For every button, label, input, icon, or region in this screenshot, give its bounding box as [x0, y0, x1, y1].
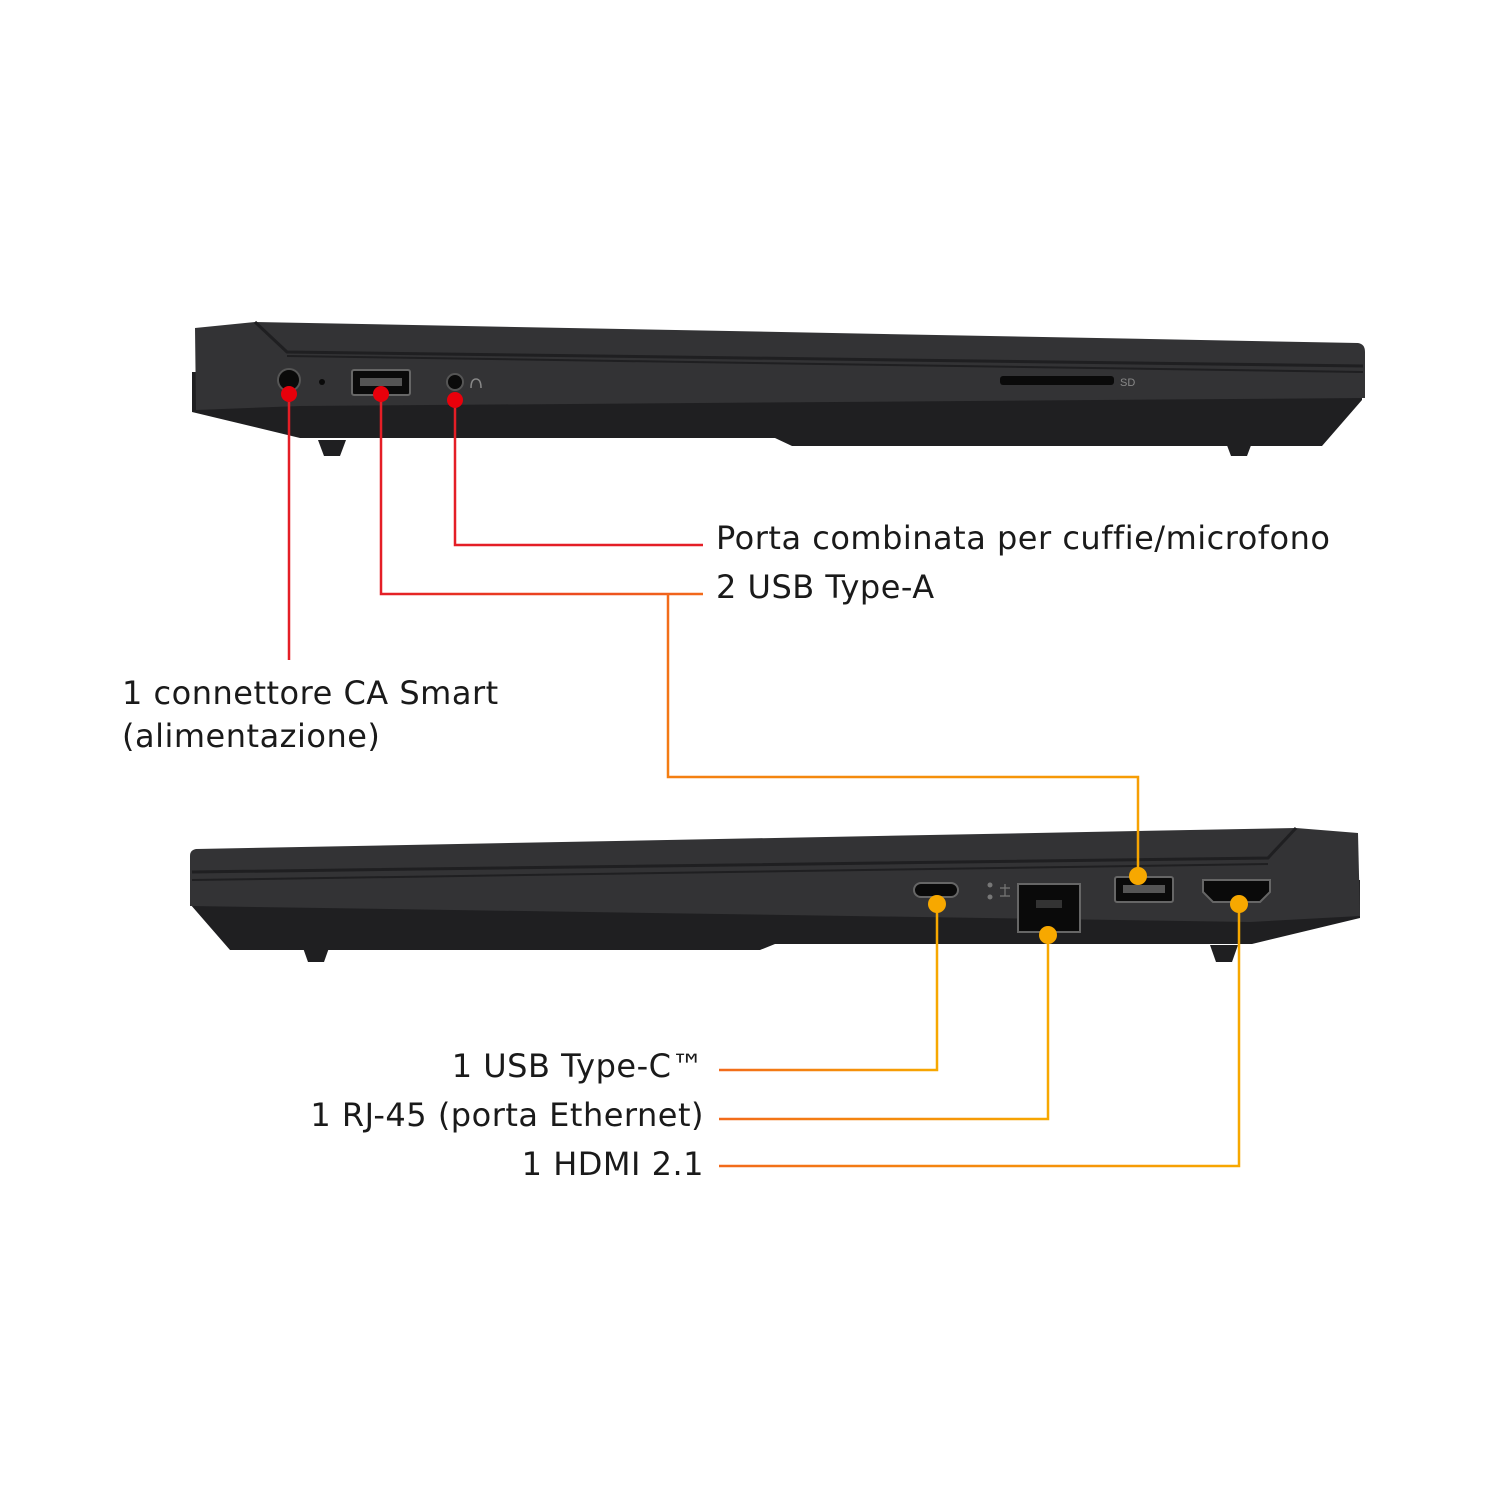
- callout-dot-rj45: [1039, 926, 1057, 944]
- leader-line-audio: [453, 400, 703, 547]
- laptop-right-side-view: [190, 826, 1360, 962]
- headset-icon: [470, 378, 482, 389]
- bottom-callout-lines: [719, 867, 1248, 1168]
- label-audio-jack: Porta combinata per cuffie/microfono: [716, 519, 1331, 557]
- leader-line-usb-a-top: [379, 396, 703, 596]
- label-ac-power-line2: (alimentazione): [122, 717, 381, 755]
- label-rj45: 1 RJ-45 (porta Ethernet): [310, 1096, 704, 1134]
- callout-dot-usb-c: [928, 895, 946, 913]
- callout-dot-hdmi: [1230, 895, 1248, 913]
- usb-c-port: [913, 882, 959, 898]
- laptop-left-foot-front: [318, 440, 346, 456]
- hdmi-port: [1202, 879, 1271, 903]
- rj45-led-2: [987, 894, 993, 900]
- label-ac-power-line1: 1 connettore CA Smart: [122, 674, 499, 712]
- laptop-left-body: [195, 322, 1365, 410]
- rj45-led-1: [987, 882, 993, 888]
- label-usb-c: 1 USB Type-C™: [451, 1047, 704, 1085]
- label-usb-a: 2 USB Type-A: [716, 568, 935, 606]
- laptop-left-lid-edge: [253, 320, 1364, 368]
- label-hdmi: 1 HDMI 2.1: [521, 1145, 704, 1183]
- callout-dot-usb-a-top: [373, 386, 389, 402]
- usb-a-port-right-tongue: [1123, 885, 1165, 893]
- laptop-left-side-view: SD: [192, 320, 1365, 456]
- power-led: [319, 379, 325, 385]
- leader-line-usb-c: [719, 906, 939, 1072]
- laptop-right-foot-front: [1210, 945, 1238, 962]
- callout-dot-ac-power: [281, 386, 297, 402]
- laptop-right-hinge-line: [191, 863, 1269, 881]
- callout-dot-audio: [447, 392, 463, 408]
- sd-card-slot: [1000, 376, 1114, 385]
- laptop-left-hinge-line: [286, 355, 1364, 373]
- rj45-port-clip: [1036, 900, 1062, 908]
- leader-line-rj45: [719, 936, 1050, 1121]
- laptop-right-lid-edge: [191, 826, 1298, 874]
- usb-a-port-left-tongue: [360, 378, 402, 386]
- ethernet-icon: [1000, 884, 1010, 897]
- leader-line-hdmi: [719, 906, 1241, 1168]
- sd-slot-mark: SD: [1120, 377, 1135, 389]
- top-callout-lines: [281, 386, 1140, 876]
- callout-dot-usb-a-right: [1129, 867, 1147, 885]
- audio-jack-port: [446, 373, 464, 391]
- leader-line-usb-a-bottom: [666, 594, 1140, 876]
- laptop-right-body: [190, 828, 1360, 922]
